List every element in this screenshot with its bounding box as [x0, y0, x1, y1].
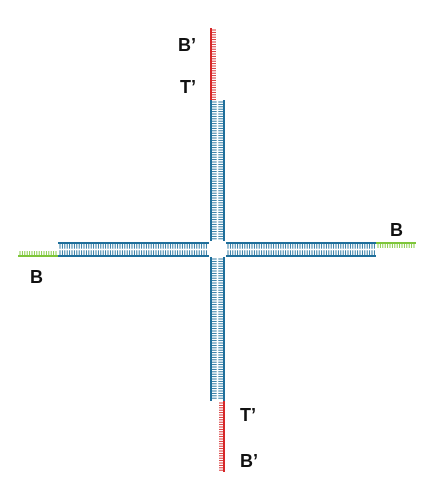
- left-green-overhang: [18, 251, 58, 257]
- label-left-b: B: [30, 267, 43, 287]
- label-top-t-prime: T’: [180, 77, 196, 97]
- label-right-b: B: [390, 220, 403, 240]
- top-duplex-arm: [210, 100, 225, 241]
- right-duplex-arm: [226, 242, 376, 257]
- left-duplex-arm: [58, 242, 209, 257]
- label-top-b-prime: B’: [178, 35, 196, 55]
- top-red-overhang: [210, 28, 216, 101]
- bottom-duplex-arm: [210, 257, 225, 401]
- label-bottom-t-prime: T’: [240, 405, 256, 425]
- right-green-overhang: [376, 242, 416, 248]
- bottom-red-overhang: [219, 401, 225, 472]
- label-bottom-b-prime: B’: [240, 451, 258, 471]
